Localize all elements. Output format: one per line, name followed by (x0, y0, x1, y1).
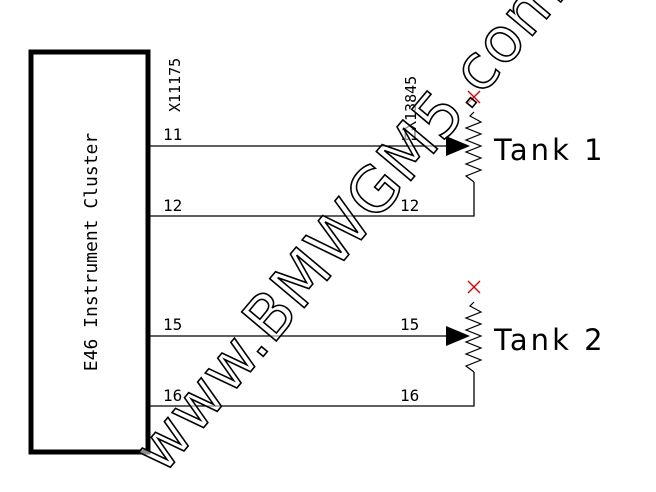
pin-label-right: 12 (400, 196, 419, 215)
wiper-arrow (446, 326, 470, 346)
connector-right-label: X13845 (402, 76, 420, 130)
resistor-symbol (464, 111, 483, 183)
pin-label-right: 16 (400, 386, 419, 405)
circuit-tank-1: 11 11 12 12 Tank 1 (150, 90, 606, 217)
pin-label-left: 11 (163, 125, 182, 144)
pin-label-left: 15 (163, 315, 182, 334)
instrument-cluster-box (28, 49, 151, 455)
tank-label: Tank 2 (493, 323, 606, 357)
pin-label-left: 16 (163, 386, 182, 405)
watermark: www.BMWGM5.com (119, 0, 580, 486)
open-end-marker (467, 90, 481, 104)
connector-left-label: X11175 (166, 58, 184, 112)
resistor-symbol (464, 301, 483, 373)
circuit-tank-2: 15 15 16 16 Tank 2 (150, 280, 606, 407)
return-wire-12 (150, 182, 475, 217)
pin-label-right: 11 (400, 125, 419, 144)
pin-label-left: 12 (163, 196, 182, 215)
instrument-cluster-label: E46 Instrument Cluster (81, 133, 102, 372)
open-end-marker (467, 280, 481, 294)
wiper-arrow (446, 136, 470, 156)
tank-label: Tank 1 (493, 133, 606, 167)
return-wire-16 (150, 372, 475, 407)
pin-label-right: 15 (400, 315, 419, 334)
